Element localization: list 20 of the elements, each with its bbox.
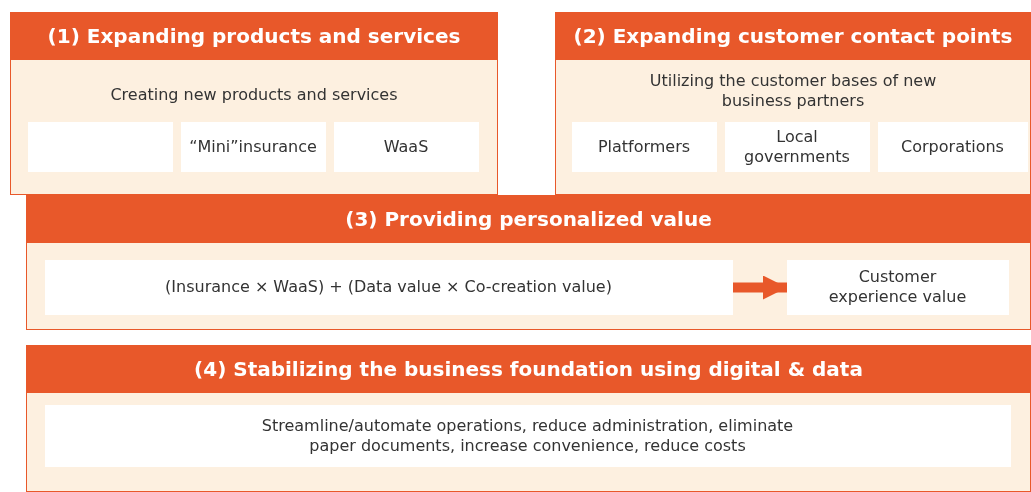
panel-header: (1) Expanding products and services	[10, 12, 498, 60]
arrow	[733, 275, 787, 300]
panel-subtitle: Utilizing the customer bases of new business partners	[648, 71, 938, 111]
item-box: WaaS	[333, 121, 479, 172]
panel-header: (2) Expanding customer contact points	[555, 12, 1031, 60]
panel	[555, 12, 1031, 195]
panel	[10, 12, 498, 195]
item-box: Local governments	[724, 121, 870, 172]
text-box: Streamline/automate operations, reduce administration, eliminate paper documents, increase convenience, reduce costs	[44, 404, 1011, 467]
formula-box: (Insurance × WaaS) + (Data value × Co-creation value)	[44, 259, 733, 315]
panel-subtitle: Creating new products and services	[109, 85, 399, 105]
panel	[26, 345, 1031, 492]
item-box	[27, 121, 173, 172]
item-box: Corporations	[877, 121, 1028, 172]
result-box: Customer experience value	[786, 259, 1009, 315]
item-box: “Mini”insurance	[180, 121, 326, 172]
panel	[26, 195, 1031, 330]
panel-header: (4) Stabilizing the business foundation using digital & data	[26, 345, 1031, 393]
item-box: Platformers	[571, 121, 717, 172]
panel-header: (3) Providing personalized value	[26, 195, 1031, 243]
